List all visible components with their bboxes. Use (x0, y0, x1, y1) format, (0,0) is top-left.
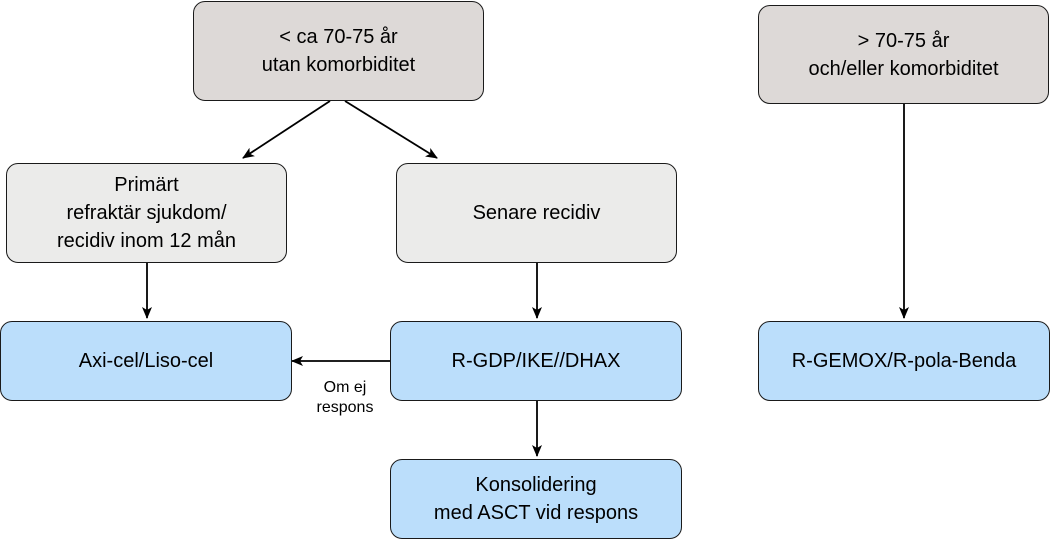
box-consolidation: Konsolidering med ASCT vid respons (390, 459, 682, 539)
box-primary-refractory-text: Primärt refraktär sjukdom/ recidiv inom … (57, 174, 236, 252)
box-r-gdp: R-GDP/IKE//DHAX (390, 321, 682, 401)
box-later-relapse-text: Senare recidiv (472, 202, 601, 224)
box-age-over-70: > 70-75 år och/eller komorbiditet (758, 5, 1049, 104)
box-r-gdp-text: R-GDP/IKE//DHAX (451, 350, 621, 372)
box-r-gemox-text: R-GEMOX/R-pola-Benda (791, 350, 1017, 372)
box-consolidation-text: Konsolidering med ASCT vid respons (433, 474, 639, 524)
box-age-over-70-text: > 70-75 år och/eller komorbiditet (808, 29, 999, 80)
box-axi-cel-text: Axi-cel/Liso-cel (78, 350, 214, 372)
box-r-gemox: R-GEMOX/R-pola-Benda (758, 321, 1050, 401)
arrow-young-to-later (344, 100, 438, 159)
box-age-under-70: < ca 70-75 år utan komorbiditet (193, 1, 484, 101)
box-primary-refractory: Primärt refraktär sjukdom/ recidiv inom … (6, 163, 287, 263)
box-later-relapse: Senare recidiv (396, 163, 677, 263)
box-age-under-70-text: < ca 70-75 år utan komorbiditet (261, 26, 416, 76)
arrow-young-to-primary (242, 100, 331, 159)
edge-label-no-response: Om ej respons (303, 378, 387, 418)
box-axi-cel: Axi-cel/Liso-cel (0, 321, 292, 401)
